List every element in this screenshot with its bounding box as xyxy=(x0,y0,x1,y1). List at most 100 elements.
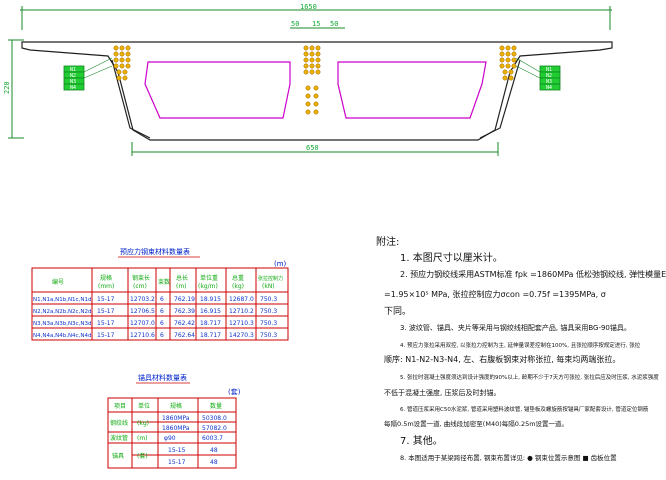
t1-r3-c1: 15-17 xyxy=(97,332,115,339)
table2-unit: (套) xyxy=(228,387,241,396)
t1-r2-c6: 12710.3 xyxy=(229,320,254,327)
t1-r3-c4: 762.64 xyxy=(174,332,195,339)
t1-header-6: 总重 xyxy=(232,274,244,282)
t1-r3-c7: 750.3 xyxy=(260,332,277,339)
note-line-4: 下同。 xyxy=(384,307,412,317)
t1-sub-7: (kN) xyxy=(262,283,275,290)
table-row: 15-17 48 xyxy=(168,459,218,466)
t1-r1-c6: 12710.2 xyxy=(229,308,254,315)
t1-header-5: 单位重 xyxy=(200,274,218,282)
table2-title: 锚具材料数量表 xyxy=(138,373,187,382)
t1-sub-5: (kg/m) xyxy=(198,283,218,290)
table1-unit: (m) xyxy=(274,260,287,268)
left-tag-1: N1 xyxy=(70,67,76,73)
note-line-12: 7. 其他。 xyxy=(400,436,443,447)
t1-sub-1: (mm) xyxy=(98,283,114,290)
note-line-5: 3. 波纹管、锚具、夹片等采用与钢绞线相配套产品, 锚具采用BG-90锚具。 xyxy=(400,324,631,332)
t1-header-3: 束数 xyxy=(158,278,170,286)
t1-r2-c3: 6 xyxy=(160,320,164,327)
table-row: N4,N4a,N4b,N4c,N4d 15-17 12710.6 6 762.6… xyxy=(33,332,277,339)
tendon-group-center-web xyxy=(305,85,319,115)
tendon-group-center-top xyxy=(303,45,321,75)
t1-r2-c1: 15-17 xyxy=(97,320,115,327)
note-line-2: 2. 预应力钢绞线采用ASTM标准 fpk =1860MPa 低松弛钢绞线, 弹… xyxy=(400,270,666,279)
t2-r0-c1: (kg) xyxy=(137,420,149,427)
drawing-canvas: 1650 220 50 15 50 650 xyxy=(3,3,613,469)
t1-r0-c3: 6 xyxy=(160,296,164,303)
t2-r2-c0: 波纹管 xyxy=(110,434,128,442)
t2-r3-c2: 15-15 xyxy=(168,447,186,454)
center-dimensions: 50 15 50 xyxy=(290,20,345,29)
note-line-7: 顺序: N1-N2-N3-N4, 左、右腹板钢束对称张拉, 每束均两端张拉。 xyxy=(384,355,621,364)
table-row: N1,N1a,N1b,N1c,N1d 15-17 12703.2 6 762.1… xyxy=(33,296,277,303)
t2-r0-c0: 钢绞线 xyxy=(110,419,128,427)
t1-r0-c7: 750.3 xyxy=(260,296,277,303)
t2-header-0: 项目 xyxy=(114,403,126,410)
t1-r0-c0: N1,N1a,N1b,N1c,N1d xyxy=(33,297,91,303)
t1-r3-c3: 6 xyxy=(160,332,164,339)
t2-r4-c2: 15-17 xyxy=(168,459,186,466)
note-line-11: 每隔0.5m设置一道, 曲线段加密至(M40)每隔0.25m设置一道。 xyxy=(384,420,569,428)
t1-r1-c5: 16.915 xyxy=(200,308,221,315)
notes-heading: 附注: xyxy=(376,237,400,248)
t1-header-4: 总长 xyxy=(176,274,188,282)
t1-sub-4: (m) xyxy=(176,283,187,290)
height-label: 220 xyxy=(3,81,11,94)
t1-r3-c6: 14270.3 xyxy=(229,332,254,339)
center-dim-2: 15 xyxy=(312,20,320,28)
top-dimension: 1650 xyxy=(20,3,612,30)
t2-r4-c3: 48 xyxy=(210,459,218,466)
center-dim-1: 50 xyxy=(291,20,299,28)
t1-r0-c1: 15-17 xyxy=(97,296,115,303)
right-tag-2: N2 xyxy=(546,73,552,79)
t1-r1-c7: 750.3 xyxy=(260,308,277,315)
t1-r3-c2: 12710.6 xyxy=(130,332,155,339)
t2-r3-c1: (套) xyxy=(137,452,148,460)
t2-header-2: 规格 xyxy=(170,402,182,410)
left-tag-3: N3 xyxy=(70,79,76,85)
t1-r1-c3: 6 xyxy=(160,308,164,315)
t1-r0-c6: 12687.0 xyxy=(229,296,254,303)
t2-r3-c0: 锚具 xyxy=(112,452,124,460)
right-tendon-tags: N1 N2 N3 N4 xyxy=(539,65,561,91)
t2-r2-c2: φ90 xyxy=(164,435,176,442)
t2-r1-c2: 1860MPa xyxy=(162,425,190,432)
t1-sub-2: (cm) xyxy=(133,283,147,290)
t1-r1-c4: 762.39 xyxy=(174,308,195,315)
right-tag-1: N1 xyxy=(546,67,552,73)
t1-sub-6: (kg) xyxy=(232,283,244,290)
tendon-material-table: 预应力钢束材料数量表 (m) 编号 规格 (mm) 钢束长 (cm) 束数 总长… xyxy=(31,247,289,341)
table-row: 钢绞线 (kg) 1860MPa 50308.0 xyxy=(110,415,227,427)
t2-r2-c3: 6003.7 xyxy=(202,435,223,442)
note-line-1: 1. 本图尺寸以厘米计。 xyxy=(400,253,503,264)
tag-leaders xyxy=(83,57,541,79)
t2-r0-c2: 1860MPa xyxy=(162,415,190,422)
tendon-group-left xyxy=(113,45,131,81)
note-line-13: 8. 本图适用于某梁跨径布置, 钢束布置详见: ● 钢束位置示意图 ■ 齿板位置 xyxy=(400,454,617,462)
t2-r3-c3: 48 xyxy=(210,447,218,454)
left-tag-4: N4 xyxy=(70,85,76,91)
t1-r1-c1: 15-17 xyxy=(97,308,115,315)
t1-r0-c5: 18.915 xyxy=(200,296,221,303)
t2-header-1: 单位 xyxy=(138,402,150,410)
t2-r0-c3: 50308.0 xyxy=(202,415,227,422)
t1-r3-c5: 18.717 xyxy=(200,332,221,339)
t2-r2-c1: (m) xyxy=(137,435,148,442)
table-row: 波纹管 (m) φ90 6003.7 xyxy=(110,434,223,442)
bottom-dimension: 650 xyxy=(131,142,499,156)
note-line-9: 不低于混凝土强度, 压浆后及时封锚。 xyxy=(384,389,501,397)
t1-r2-c2: 12707.0 xyxy=(130,320,155,327)
table-row: 锚具 (套) 15-15 48 xyxy=(112,447,218,460)
table-row: N2,N2a,N2b,N2c,N2d 15-17 12706.5 6 762.3… xyxy=(33,308,277,315)
t1-r2-c0: N3,N3a,N3b,N3c,N3d xyxy=(33,321,91,327)
table-row: 1860MPa 57082.0 xyxy=(162,425,227,432)
girder-section-outline xyxy=(21,41,613,141)
tendon-group-right xyxy=(499,45,517,81)
right-tag-3: N3 xyxy=(546,79,552,85)
height-dimension: 220 xyxy=(3,39,24,139)
right-tag-4: N4 xyxy=(546,85,552,91)
inner-web-line xyxy=(111,59,521,139)
t1-header-2: 钢束长 xyxy=(132,274,150,282)
bottom-width-label: 650 xyxy=(306,144,319,152)
t1-r2-c4: 762.42 xyxy=(174,320,195,327)
